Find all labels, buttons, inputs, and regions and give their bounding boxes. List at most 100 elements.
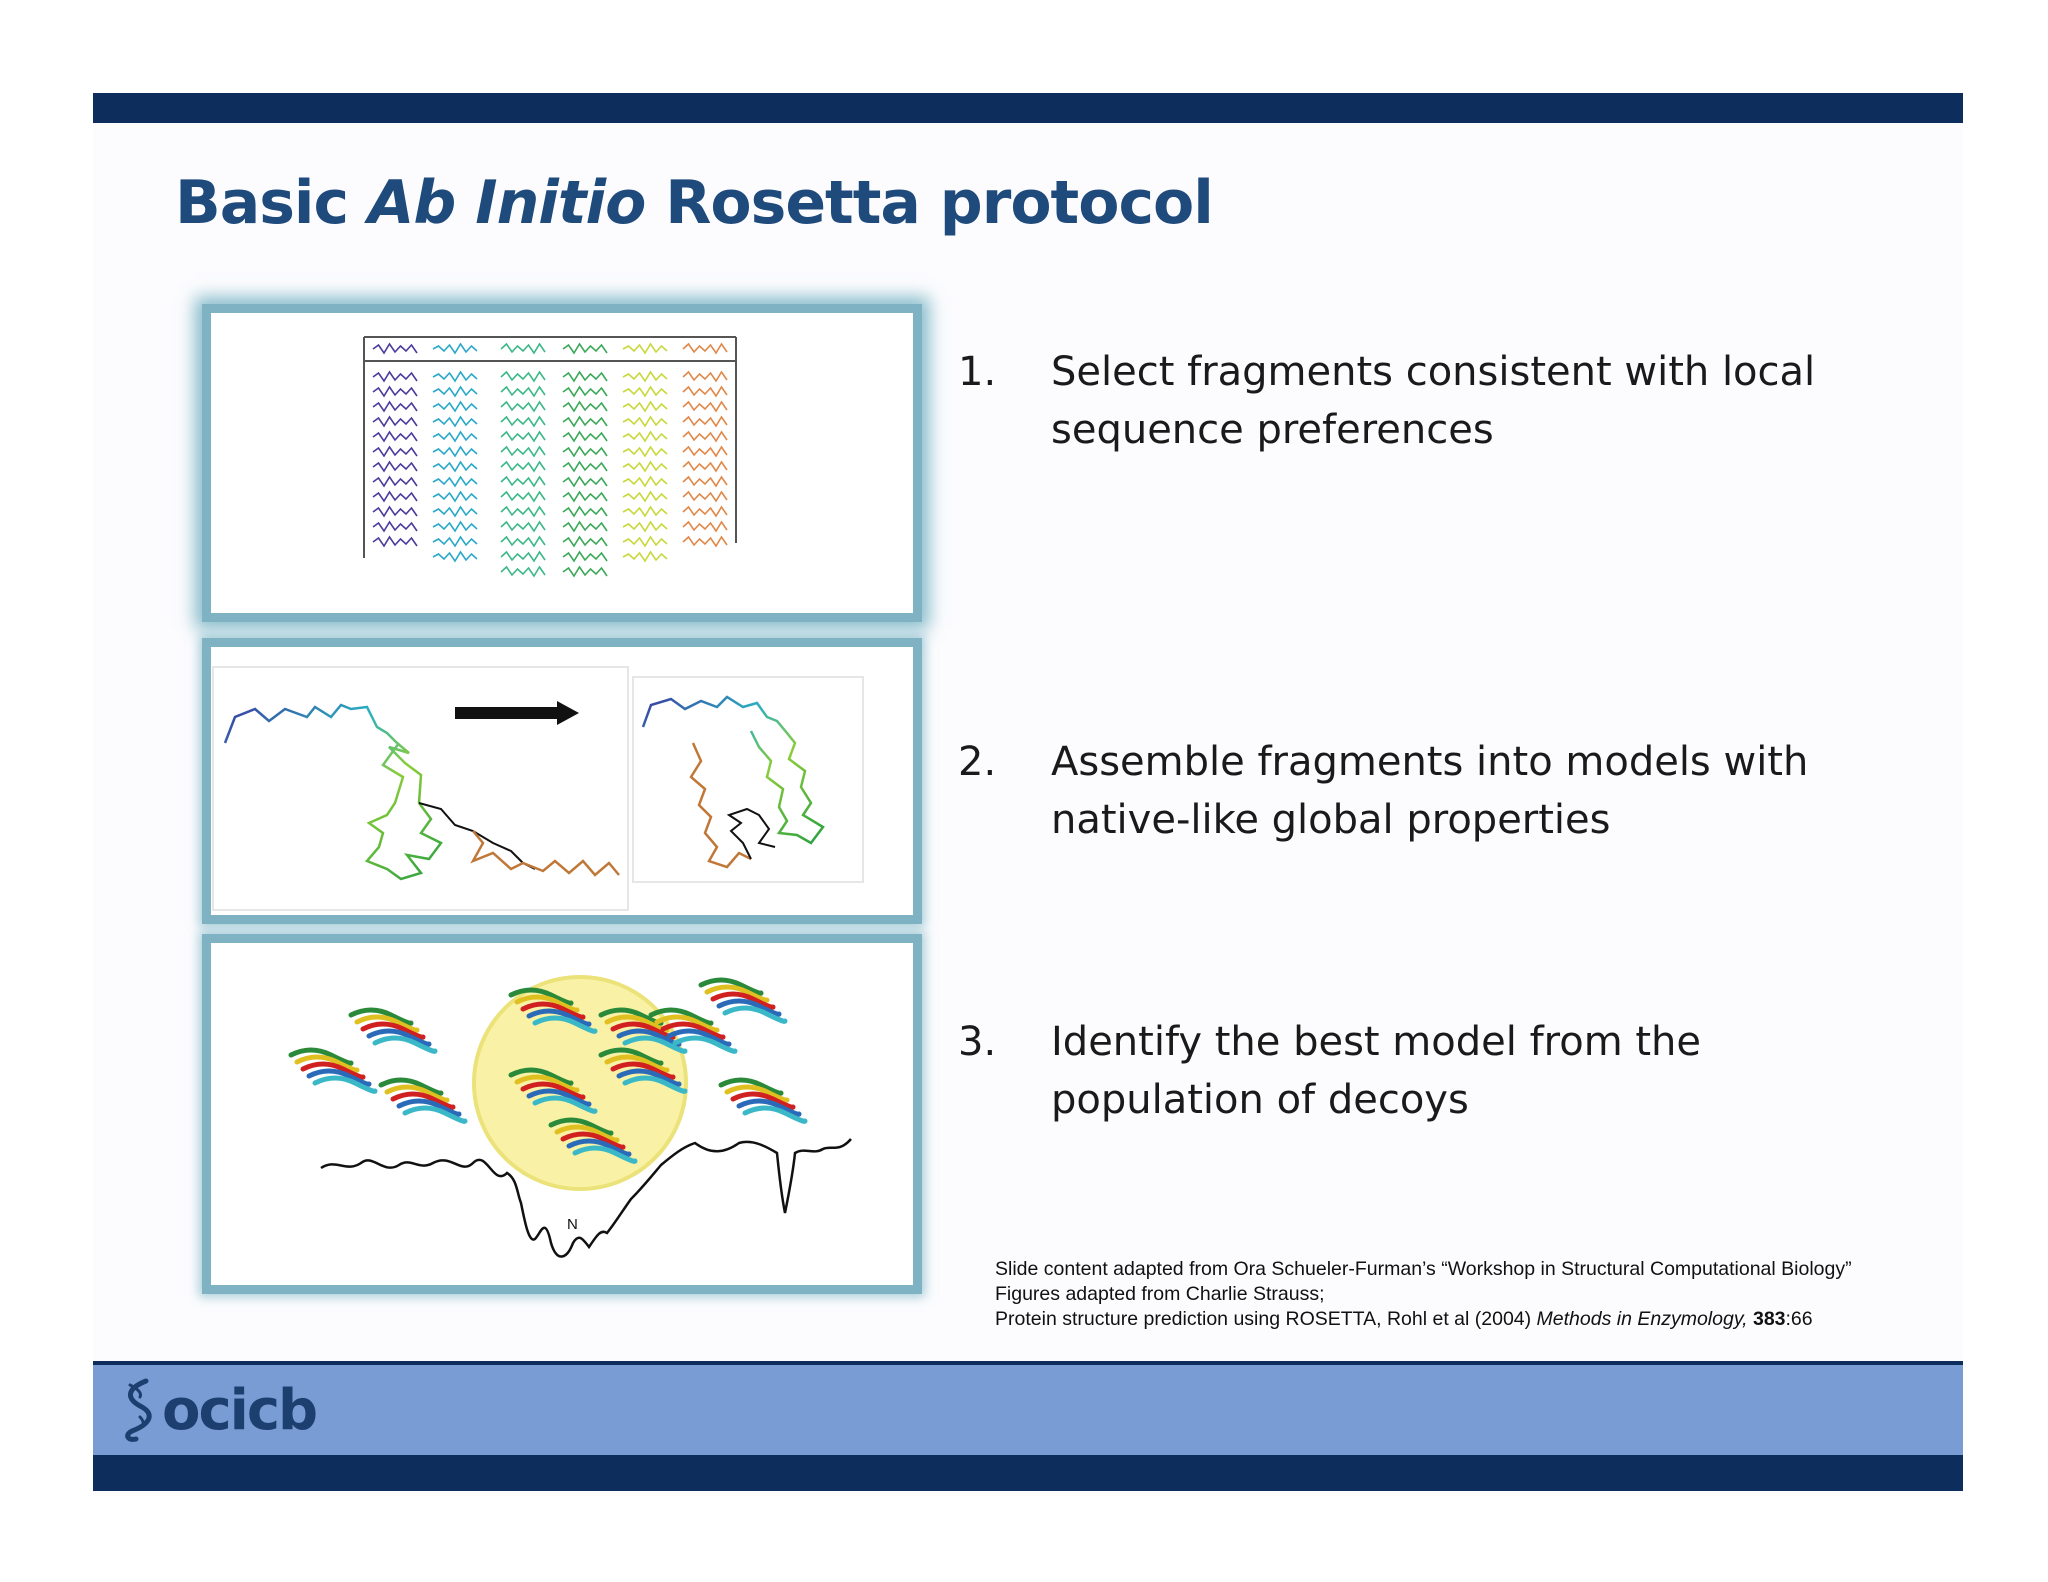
fragment-squiggle xyxy=(432,370,478,383)
fragment-squiggle xyxy=(562,505,608,518)
step-number: 1. xyxy=(958,349,997,395)
decoy-ribbon xyxy=(402,1105,468,1124)
fragment-squiggle xyxy=(682,505,728,518)
fragment-squiggle xyxy=(682,342,728,355)
decoy-ribbon xyxy=(372,1035,438,1054)
decoy-ribbon xyxy=(548,1117,614,1136)
fragment-squiggle xyxy=(500,445,546,458)
title-text-pre: Basic xyxy=(175,168,368,238)
fragment-squiggle xyxy=(432,430,478,443)
fragment-squiggle xyxy=(500,550,546,563)
decoy-ribbon xyxy=(508,987,574,1006)
fragment-squiggle xyxy=(432,520,478,533)
fragment-squiggle xyxy=(622,520,668,533)
bottom-bar xyxy=(93,1455,1963,1491)
credit-reference: Protein structure prediction using ROSET… xyxy=(995,1308,1537,1330)
fragment-squiggle xyxy=(372,415,418,428)
decoy-ribbon xyxy=(514,994,580,1013)
fragment-squiggle xyxy=(500,400,546,413)
fragment-squiggle xyxy=(562,475,608,488)
fragment-squiggle xyxy=(622,505,668,518)
decoy-ribbon xyxy=(312,1075,378,1094)
fragment-squiggle xyxy=(682,490,728,503)
decoy-ribbon xyxy=(724,1084,790,1103)
fragment-squiggle xyxy=(562,445,608,458)
decoy-ribbon xyxy=(390,1091,456,1110)
fragment-squiggle xyxy=(372,460,418,473)
decoy-ribbon xyxy=(722,1005,788,1024)
decoy-ribbon xyxy=(654,1014,720,1033)
fragment-squiggle xyxy=(500,565,546,578)
decoy-ribbon xyxy=(648,1007,714,1026)
decoy-ribbon xyxy=(288,1047,354,1066)
decoy-ribbon xyxy=(300,1061,366,1080)
decoy-ribbon xyxy=(598,1047,664,1066)
credit-line-1: Slide content adapted from Ora Schueler-… xyxy=(995,1258,1852,1280)
decoy-population-figure: N xyxy=(202,934,922,1294)
fragment-squiggle xyxy=(622,535,668,548)
decoy-ribbon xyxy=(566,1138,632,1157)
fragment-squiggle xyxy=(432,460,478,473)
decoy-ribbon xyxy=(360,1021,426,1040)
fragment-assembly-figure xyxy=(202,638,922,924)
credits: Slide content adapted from Ora Schueler-… xyxy=(995,1257,1852,1332)
fragment-squiggle xyxy=(622,342,668,355)
decoy-ribbon xyxy=(610,1061,676,1080)
fragment-squiggle xyxy=(432,535,478,548)
fragment-squiggle xyxy=(682,430,728,443)
fragment-squiggle xyxy=(432,342,478,355)
decoy-ribbon xyxy=(710,991,776,1010)
fragment-squiggle xyxy=(372,490,418,503)
decoy-ribbon xyxy=(348,1007,414,1026)
fragment-squiggle xyxy=(432,490,478,503)
credit-journal: Methods in Enzymology, xyxy=(1536,1308,1748,1330)
fragment-squiggle xyxy=(562,460,608,473)
fragment-squiggle xyxy=(372,370,418,383)
fragment-squiggle xyxy=(562,550,608,563)
step-text: Select fragments consistent with local s… xyxy=(1051,349,1816,453)
title-text-italic: Ab Initio xyxy=(367,168,646,238)
fragment-squiggle xyxy=(562,342,608,355)
fragment-squiggle xyxy=(372,400,418,413)
fragment-squiggle xyxy=(372,385,418,398)
decoy-ribbon xyxy=(660,1021,726,1040)
fragment-squiggle xyxy=(622,385,668,398)
fragment-squiggle xyxy=(682,400,728,413)
fragment-squiggle xyxy=(432,415,478,428)
fragment-squiggle xyxy=(432,385,478,398)
decoy-ribbon xyxy=(306,1068,372,1087)
fragment-squiggle xyxy=(500,475,546,488)
fragment-squiggle xyxy=(562,565,608,578)
native-state-label: N xyxy=(567,1216,578,1233)
decoy-ribbon xyxy=(622,1035,688,1054)
step-text: Identify the best model from the populat… xyxy=(1051,1019,1702,1123)
fragment-squiggle xyxy=(622,550,668,563)
decoy-ribbon xyxy=(532,1095,598,1114)
fragment-squiggle xyxy=(562,370,608,383)
ocicb-logo: ocicb xyxy=(118,1372,318,1448)
fragment-squiggle xyxy=(372,430,418,443)
decoy-ribbon xyxy=(396,1098,462,1117)
fragment-squiggle xyxy=(622,475,668,488)
fragment-squiggle xyxy=(372,445,418,458)
fragment-squiggle xyxy=(622,445,668,458)
decoy-ribbon xyxy=(672,1035,738,1054)
fragment-squiggle xyxy=(432,445,478,458)
decoy-ribbon xyxy=(378,1077,444,1096)
fragment-squiggle xyxy=(562,535,608,548)
fragment-squiggle xyxy=(682,535,728,548)
fragment-squiggle xyxy=(562,490,608,503)
fragment-squiggle xyxy=(682,445,728,458)
decoy-ribbon xyxy=(572,1145,638,1164)
decoy-ribbon xyxy=(730,1091,796,1110)
decoy-ribbon xyxy=(666,1028,732,1047)
top-bar xyxy=(93,93,1963,123)
assembly-image xyxy=(212,666,864,911)
fragment-squiggle xyxy=(372,520,418,533)
step-text: Assemble fragments into models with nati… xyxy=(1051,739,1809,843)
decoy-ribbon xyxy=(554,1124,620,1143)
fragment-squiggle xyxy=(682,370,728,383)
fragment-squiggle xyxy=(500,385,546,398)
fragment-squiggle xyxy=(682,460,728,473)
fragment-squiggle xyxy=(432,400,478,413)
